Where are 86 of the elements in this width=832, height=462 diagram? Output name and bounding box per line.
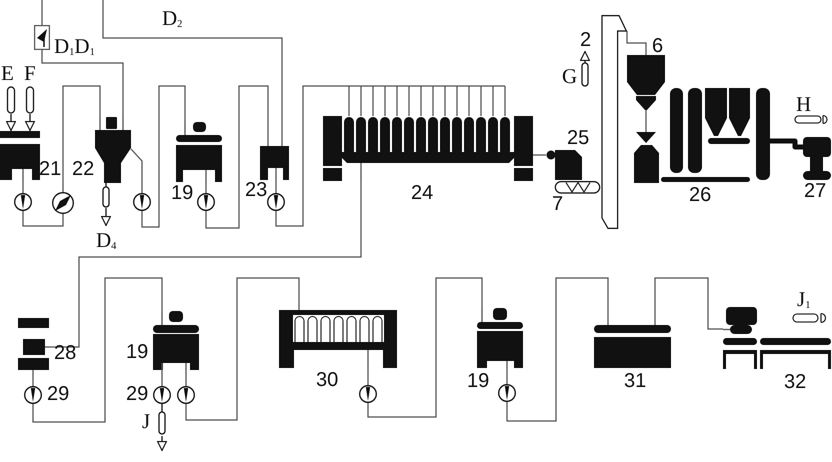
plant-unit-drawing — [661, 88, 770, 182]
pipe-line — [533, 154, 546, 156]
callout-number: 23 — [245, 180, 268, 200]
platform-unit-drawing — [594, 325, 671, 368]
tube-tank-drawing — [279, 310, 397, 368]
callout-number: 2 — [580, 30, 592, 50]
callout-number: 31 — [624, 371, 646, 391]
machine-head-drawing — [723, 307, 757, 369]
mixer-drawing — [0, 131, 40, 180]
tube-bank-drawing — [323, 116, 533, 181]
callout-number: 7 — [552, 194, 564, 214]
flow-meter-icon — [52, 192, 74, 214]
pump-icon — [359, 385, 377, 403]
feeder-drawing — [546, 150, 582, 180]
vessel-drawing — [634, 132, 659, 183]
callout-number: 27 — [804, 181, 826, 201]
feed-arrow — [25, 86, 35, 132]
pipe-line — [130, 148, 143, 193]
silo-drawing — [627, 55, 665, 110]
edge-label: D$_{2}$ — [162, 8, 182, 29]
pipe-line — [506, 368, 508, 384]
pipe-line — [654, 277, 723, 330]
callout-number: 28 — [54, 343, 76, 363]
pipe-line — [62, 85, 101, 192]
pipe-line — [49, 181, 362, 348]
stream-label: J$_{1}$ — [797, 289, 810, 310]
pump-icon — [197, 193, 215, 211]
pump-icon — [498, 384, 516, 402]
pipe-line — [275, 85, 506, 227]
valve-icon — [34, 25, 50, 50]
pump-icon — [24, 386, 42, 404]
pipe-line — [32, 370, 34, 386]
pipe-line — [205, 85, 269, 229]
pipe-line — [367, 277, 483, 418]
pump-icon — [14, 193, 32, 211]
callout-number: 32 — [784, 372, 806, 392]
i-shaped-unit-drawing — [803, 137, 831, 180]
callout-number: 19 — [126, 342, 148, 362]
reactor-drawing — [477, 308, 523, 368]
pipe-line — [367, 368, 369, 385]
screw-conveyor-drawing — [555, 181, 600, 193]
stream-label: D$_{1}$D$_{1}$ — [54, 36, 95, 57]
pipe-line — [22, 180, 24, 193]
pipe-line — [141, 85, 186, 228]
stacked-unit-drawing — [18, 318, 49, 370]
callout-number: 19 — [171, 183, 194, 203]
pipe-line — [645, 110, 647, 132]
reactor-drawing — [153, 311, 199, 370]
pipe-line — [41, 50, 124, 117]
pipe-line — [205, 182, 207, 193]
callout-number: 30 — [316, 370, 338, 390]
feed-arrow — [6, 86, 16, 132]
pump-icon — [267, 193, 285, 211]
table-drawing — [760, 338, 831, 369]
pipe-line — [41, 0, 43, 25]
pump-icon — [133, 193, 151, 211]
chute-line — [770, 138, 803, 150]
callout-number: 26 — [689, 185, 712, 205]
pump-icon — [177, 386, 195, 404]
reactor-drawing — [176, 122, 222, 182]
callout-number: 29 — [47, 384, 70, 404]
pipe-line — [102, 0, 283, 146]
pipe-line — [185, 370, 187, 386]
pipe-line — [185, 277, 300, 421]
stream-label: H — [796, 94, 812, 115]
pump-icon — [153, 386, 171, 404]
callout-number: 25 — [567, 128, 590, 148]
tank-drawing — [260, 146, 289, 180]
hopper-drawing — [95, 117, 131, 183]
callout-number: 29 — [126, 384, 148, 404]
pipe-line — [506, 277, 609, 422]
feed-arrow — [101, 182, 111, 227]
callout-number: 19 — [467, 371, 490, 391]
callout-number: 6 — [652, 36, 664, 56]
callout-number: 22 — [72, 159, 94, 179]
feed-arrow — [580, 50, 590, 87]
callout-number: 21 — [39, 159, 62, 179]
pipe-line — [626, 31, 647, 55]
edge-label: D$_{4}$ — [96, 230, 116, 251]
elevator-outline — [601, 15, 628, 229]
pipe-line — [32, 277, 163, 423]
pipe-line — [275, 180, 277, 193]
feed-arrow — [157, 403, 167, 452]
pipe-line — [22, 211, 64, 227]
callout-number: 24 — [411, 183, 434, 203]
pipe-line — [161, 370, 163, 386]
